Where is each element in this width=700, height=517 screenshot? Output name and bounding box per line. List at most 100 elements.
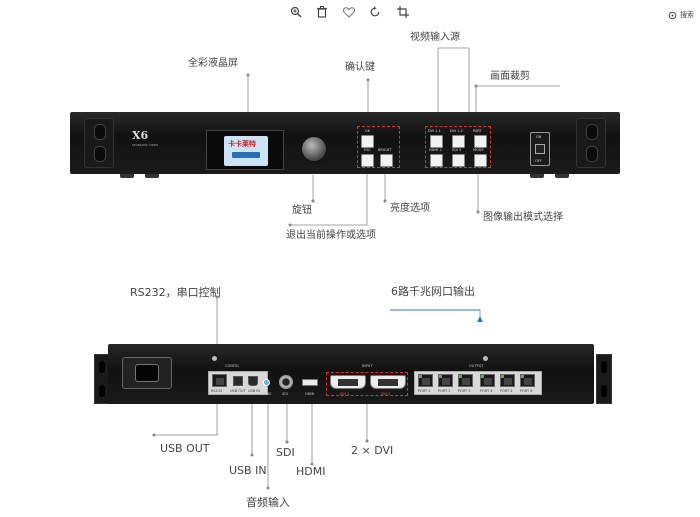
- gigabit-arrow: [477, 316, 483, 322]
- delete-icon[interactable]: [314, 4, 330, 20]
- dvi2-button[interactable]: [452, 135, 465, 148]
- power-switch-housing: ON OFF: [530, 132, 550, 166]
- annotation-rs232: RS232，串口控制: [130, 286, 221, 299]
- search-label: 搜索: [680, 10, 694, 19]
- annotation-crop: 画面裁剪: [490, 71, 530, 82]
- port-1-label: PORT 1: [418, 389, 431, 393]
- port-6-label: PORT 6: [520, 389, 533, 393]
- front-panel: [70, 112, 620, 174]
- lcd-display: 卡卡莱特: [206, 130, 284, 170]
- part-button[interactable]: [474, 135, 487, 148]
- bright-button[interactable]: [380, 154, 393, 167]
- rotate-icon[interactable]: [367, 4, 383, 20]
- port-5-label: PORT 5: [500, 389, 513, 393]
- button-group-control: [357, 126, 400, 168]
- dvi2-label: DVI 1-2: [450, 129, 463, 133]
- rs232-label: RS232: [211, 389, 223, 393]
- rotary-knob[interactable]: [301, 136, 327, 162]
- favorite-icon[interactable]: [341, 4, 357, 20]
- lcd-screen: 卡卡莱特: [224, 136, 268, 166]
- dvi2-label: DVI 2: [381, 392, 391, 396]
- annotation-usb-out: USB OUT: [160, 442, 210, 455]
- mode-label: MODE: [473, 148, 484, 152]
- annotation-hdmi: HDMI: [296, 465, 326, 478]
- esc-label: ESC: [364, 148, 371, 152]
- hdmi-label: HDMI: [305, 392, 315, 396]
- dvi1-port[interactable]: [330, 375, 366, 389]
- port-3-label: PORT 3: [458, 389, 471, 393]
- ac-power-inlet[interactable]: [122, 357, 172, 389]
- image-viewer-toolbar: 搜索: [0, 0, 700, 24]
- foot: [555, 174, 569, 178]
- sdi-label: SDI: [282, 392, 288, 396]
- sdi-button[interactable]: [452, 154, 465, 167]
- port-led: [501, 375, 504, 378]
- foot: [530, 174, 544, 178]
- part-label: PART: [473, 129, 482, 133]
- audio-label: AUDIO: [260, 392, 272, 396]
- crop-icon[interactable]: [395, 4, 411, 20]
- annotation-brightness: 亮度选项: [390, 203, 430, 214]
- mode-button[interactable]: [474, 154, 487, 167]
- annotation-dvi: 2 × DVI: [351, 444, 394, 457]
- annotation-usb-in: USB IN: [229, 464, 267, 477]
- sdi-label: SDI 3: [452, 148, 462, 152]
- port-led: [521, 375, 524, 378]
- audio-jack[interactable]: [263, 379, 270, 386]
- dvi1-button[interactable]: [430, 135, 443, 148]
- rs232-port[interactable]: [212, 374, 227, 387]
- rear-ear-right: [596, 354, 612, 404]
- annotation-gigabit: 6路千兆网口输出: [391, 285, 475, 298]
- line-usb-out: [154, 400, 218, 436]
- input-section-label: INPUT: [362, 364, 373, 368]
- esc-button[interactable]: [361, 154, 374, 167]
- screw: [483, 356, 488, 361]
- line-gigabit: [390, 309, 481, 320]
- screw: [212, 356, 217, 361]
- port-led: [481, 375, 484, 378]
- port-4-label: PORT 4: [480, 389, 493, 393]
- lcd-brand-bar: [232, 152, 260, 158]
- annotation-lcd: 全彩液晶屏: [188, 58, 238, 69]
- ok-label: OK: [365, 129, 371, 133]
- foot: [145, 174, 159, 178]
- bright-label: BRIGHT: [378, 148, 392, 152]
- model-subtitle: SEAMLESS VIDEO: [132, 143, 159, 147]
- annotation-audio: 音频输入: [246, 496, 290, 509]
- annotation-exit: 退出当前操作或选项: [286, 230, 376, 241]
- zoom-in-icon[interactable]: [288, 4, 304, 20]
- dvi1-label: DVI 1-1: [428, 129, 441, 133]
- output-section-label: OUTPUT: [469, 364, 484, 368]
- lcd-logo: 卡卡莱特: [228, 140, 256, 148]
- button-group-source: [425, 126, 491, 168]
- foot: [120, 174, 134, 178]
- hdmi-label: HDMI 2: [429, 148, 442, 152]
- ok-button[interactable]: [361, 135, 374, 148]
- port-led: [439, 375, 442, 378]
- usb-in-port[interactable]: [248, 376, 258, 386]
- config-section-label: CONFIG: [225, 364, 239, 368]
- search-button[interactable]: 搜索: [668, 5, 694, 24]
- front-ear-right: [576, 118, 606, 168]
- hdmi-button[interactable]: [430, 154, 443, 167]
- dvi-input-group: [326, 372, 408, 396]
- dvi2-port[interactable]: [370, 375, 406, 389]
- hdmi-port[interactable]: [302, 379, 318, 386]
- usb-out-port[interactable]: [233, 376, 243, 386]
- port-2-label: PORT 2: [438, 389, 451, 393]
- ac-plug-socket: [135, 364, 159, 382]
- search-icon: [668, 5, 677, 24]
- annotation-video-source: 视频输入源: [410, 32, 460, 43]
- port-led: [419, 375, 422, 378]
- model-name: X6: [132, 129, 149, 142]
- dvi1-label: DVI 1: [340, 392, 350, 396]
- power-on-label: ON: [536, 135, 542, 139]
- sdi-port[interactable]: [279, 375, 293, 389]
- front-ear-left: [84, 118, 114, 168]
- power-switch[interactable]: [535, 144, 545, 154]
- port-led: [459, 375, 462, 378]
- annotation-image-mode: 图像输出模式选择: [483, 212, 563, 223]
- annotation-knob: 旋钮: [292, 205, 312, 216]
- usb-out-label: USB OUT: [230, 389, 246, 393]
